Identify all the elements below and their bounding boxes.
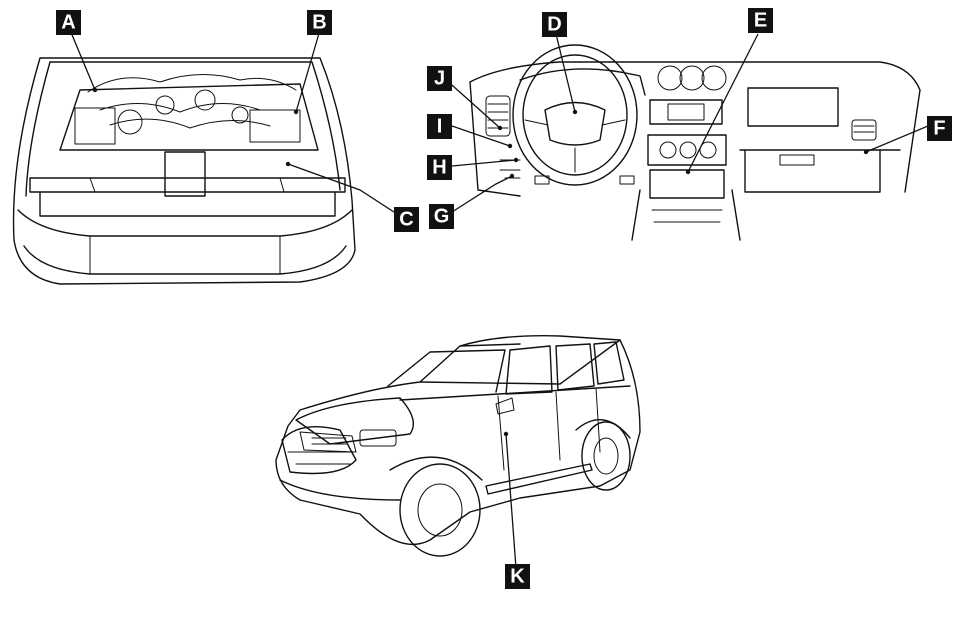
callout-a-label: A [61,12,75,34]
callout-g-label: G [434,206,450,228]
callout-g: G [429,204,454,229]
callout-f: F [927,116,952,141]
callout-h-label: H [432,157,446,179]
leader-lines [69,29,929,569]
callout-d: D [542,12,567,37]
engine-bay-illustration [12,57,356,285]
callout-b: B [307,10,332,35]
callout-k-label: K [510,566,525,588]
callout-a: A [56,10,81,35]
callout-k: K [505,564,530,589]
callout-j-label: J [434,68,445,90]
callout-b-label: B [312,12,326,34]
callout-j: J [427,66,452,91]
callout-d-label: D [547,14,561,36]
vehicle-illustration [275,335,641,557]
callout-i-label: I [437,116,443,138]
callout-f-label: F [933,118,945,140]
callout-h: H [427,155,452,180]
callout-i: I [427,114,452,139]
callout-c-label: C [399,209,413,231]
dashboard-illustration [469,44,921,241]
callout-e: E [748,8,773,33]
callout-e-label: E [754,10,767,32]
callout-c: C [394,207,419,232]
